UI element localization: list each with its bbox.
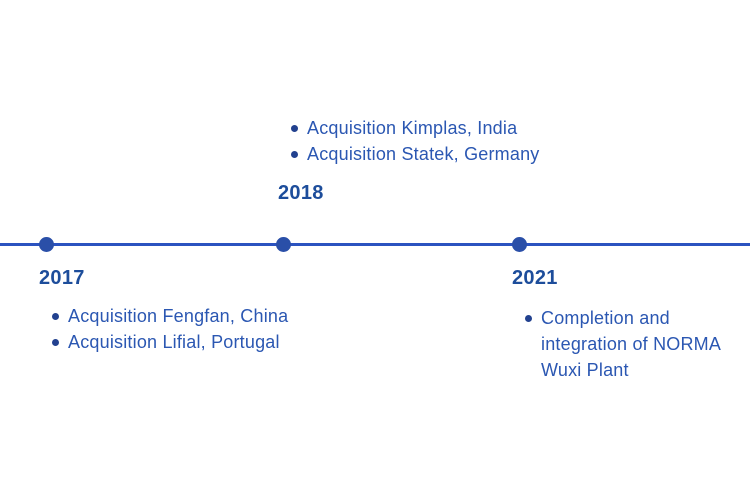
event-list-2018: Acquisition Kimplas, India Acquisition S…	[290, 115, 540, 167]
bullet-icon	[52, 339, 59, 346]
event-item-label: Acquisition Kimplas, India	[307, 118, 518, 138]
timeline-node-2021	[511, 236, 527, 252]
event-item: Completion and integration of NORMA Wuxi…	[524, 305, 736, 383]
event-item-label: Completion and integration of NORMA Wuxi…	[541, 308, 721, 380]
timeline-node-2017	[38, 236, 54, 252]
event-item-label: Acquisition Lifial, Portugal	[68, 332, 280, 352]
bullet-icon	[291, 125, 298, 132]
bullet-icon	[52, 313, 59, 320]
event-item-label: Acquisition Statek, Germany	[307, 144, 540, 164]
timeline-line	[0, 243, 750, 246]
event-list-2021: Completion and integration of NORMA Wuxi…	[524, 305, 736, 383]
event-item: Acquisition Statek, Germany	[290, 141, 540, 167]
timeline-node-2018	[275, 236, 291, 252]
year-label-2021: 2021	[512, 267, 558, 289]
event-item-label: Acquisition Fengfan, China	[68, 306, 289, 326]
year-label-2017: 2017	[39, 267, 85, 289]
bullet-icon	[525, 315, 532, 322]
event-list-2017: Acquisition Fengfan, China Acquisition L…	[51, 303, 288, 355]
event-item: Acquisition Fengfan, China	[51, 303, 288, 329]
bullet-icon	[291, 151, 298, 158]
event-item: Acquisition Lifial, Portugal	[51, 329, 288, 355]
year-label-2018: 2018	[278, 182, 324, 204]
event-item: Acquisition Kimplas, India	[290, 115, 540, 141]
